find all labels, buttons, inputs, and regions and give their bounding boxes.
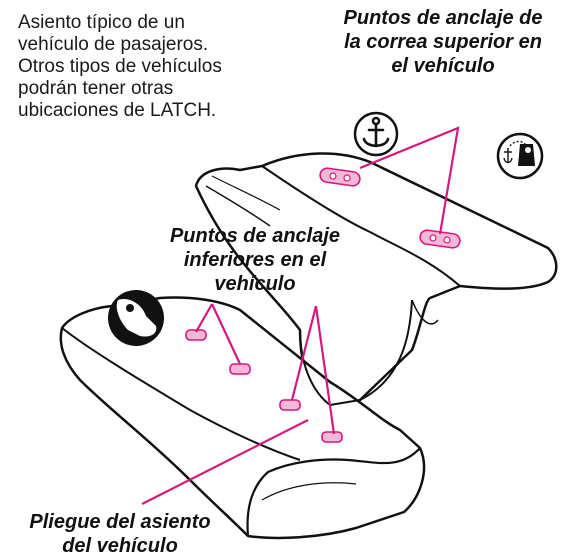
child-seat-tether-icon: [496, 132, 544, 180]
seat-cushion: [59, 296, 439, 540]
top-tether-anchor-lower: [419, 229, 461, 249]
callout-lines: [141, 126, 460, 505]
top-tether-anchor-upper: [319, 167, 361, 187]
lower-callout-right-b: [314, 305, 336, 435]
lower-callout-left-b: [211, 303, 241, 365]
top-tether-callout: [359, 126, 460, 235]
top-tether-label: Puntos de anclaje de la correa superior …: [343, 7, 543, 77]
seat-back: [194, 152, 558, 407]
lower-callout-left-a: [195, 303, 213, 333]
crease-callout: [141, 419, 309, 505]
anchor-icon: [353, 111, 399, 157]
lower-anchor-2: [229, 363, 251, 375]
lower-anchors-label: Puntos de anclaje inferiores en el vehíc…: [169, 225, 341, 295]
lower-anchor-3: [279, 399, 301, 411]
lower-callout-right-a: [290, 305, 318, 401]
seat-crease-label: Pliegue del asiento del vehículo: [29, 511, 211, 557]
lower-anchor-4: [321, 431, 343, 443]
child-seat-lower-anchor-icon: [108, 290, 164, 346]
description-text: Asiento típico de un vehículo de pasajer…: [18, 12, 222, 121]
